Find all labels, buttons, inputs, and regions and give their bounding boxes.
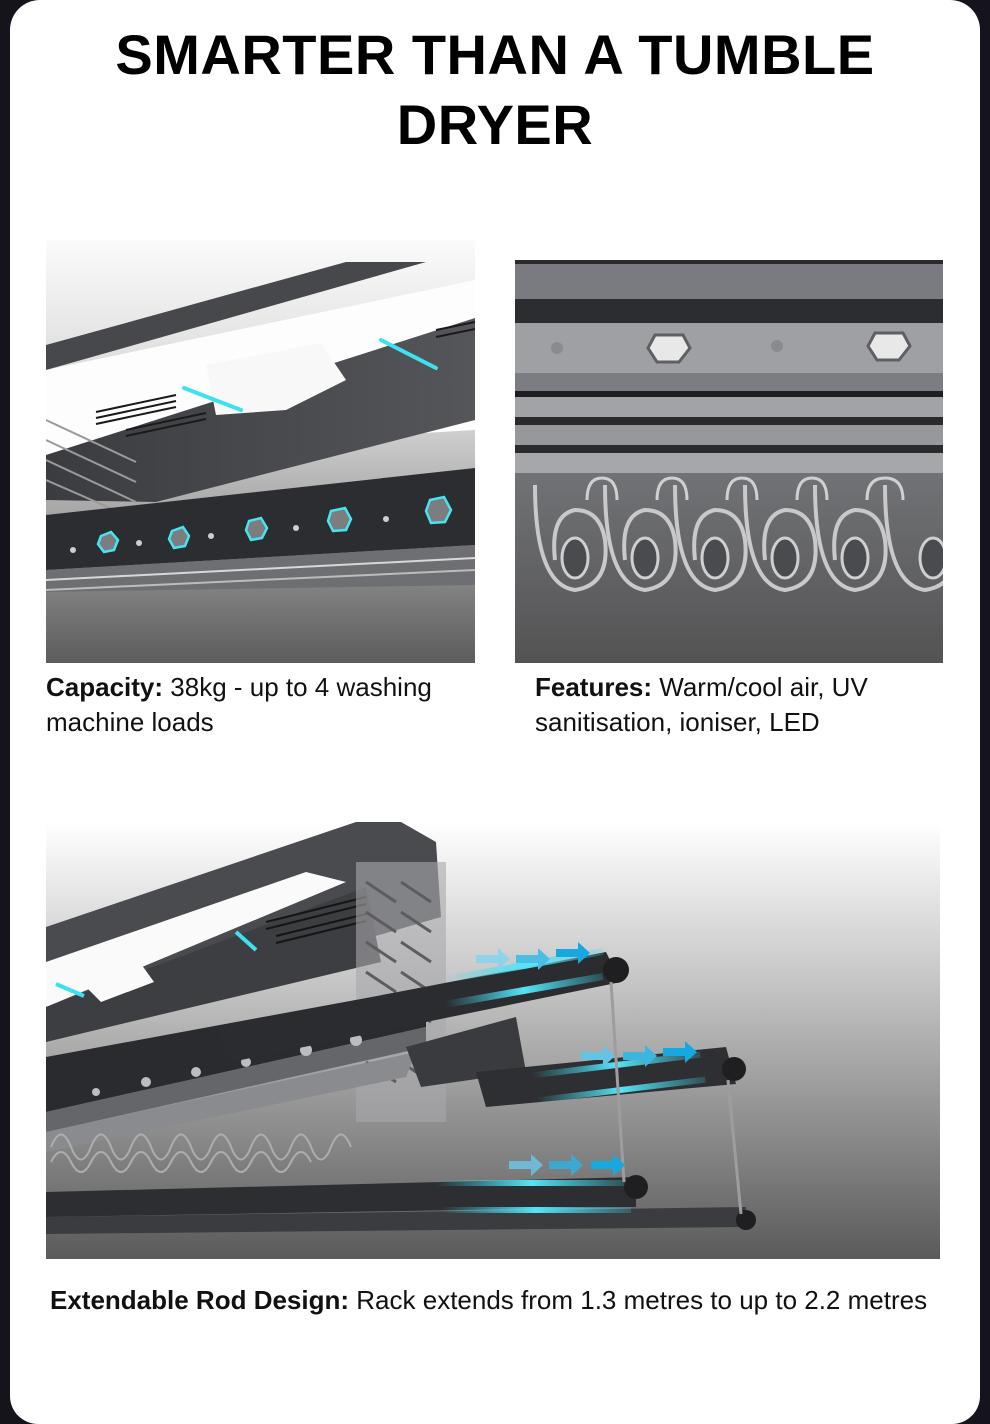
title-line-2: DRYER	[396, 93, 594, 156]
extended-rack-image	[46, 822, 940, 1259]
extendable-rod-text: Rack extends from 1.3 metres to up to 2.…	[349, 1285, 928, 1315]
capacity-caption: Capacity: 38kg - up to 4 washing machine…	[46, 670, 476, 740]
capacity-text: 38kg - up to 4 washing machine loads	[46, 672, 432, 737]
features-photo	[515, 240, 943, 663]
title-line-1: SMARTER THAN A TUMBLE	[115, 23, 875, 86]
features-caption: Features: Warm/cool air, UV sanitisation…	[535, 670, 955, 740]
extend-arrows	[476, 942, 697, 1176]
extendable-rod-caption: Extendable Rod Design: Rack extends from…	[50, 1283, 930, 1318]
product-card: SMARTER THAN A TUMBLE DRYER	[10, 0, 980, 1424]
clothes-hooks-closeup-image	[515, 240, 943, 663]
extendable-rod-label: Extendable Rod Design:	[50, 1285, 350, 1315]
page-title: SMARTER THAN A TUMBLE DRYER	[10, 20, 980, 160]
features-text: Warm/cool air, UV sanitisation, ioniser,…	[535, 672, 868, 737]
drying-rack-underside-image	[46, 240, 475, 663]
capacity-photo	[46, 240, 475, 663]
extendable-rod-photo	[46, 822, 940, 1259]
features-label: Features:	[535, 672, 653, 702]
capacity-label: Capacity:	[46, 672, 164, 702]
